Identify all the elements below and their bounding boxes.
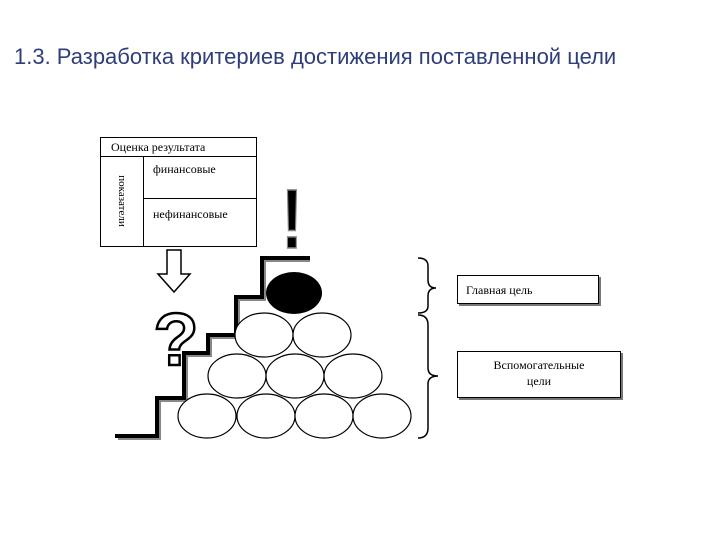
evaluation-table: Оценка результата показатели финансовые … [100,137,257,247]
main-goal-brace [417,257,437,314]
aux-goal-ball [207,353,267,399]
financial-indicators: финансовые [143,156,256,199]
aux-goal-ball [323,353,383,399]
question-mark: ? [153,298,198,381]
aux-goal-ball [265,353,325,399]
aux-goal-ball [294,393,354,439]
aux-goal-ball [236,393,296,439]
down-arrow-icon [156,249,192,294]
exclamation-mark: ! [282,172,303,266]
aux-goal-ball [292,312,352,358]
indicators-column: показатели [101,156,144,246]
aux-goals-label-line1: Вспомогательные [493,358,585,372]
evaluation-header: Оценка результата [101,138,256,157]
aux-goal-ball [352,393,412,439]
staircase [115,256,310,438]
slide-title: 1.3. Разработка критериев достижения пос… [14,44,617,69]
aux-goals-brace [417,314,439,439]
aux-goal-ball [234,312,294,358]
main-goal-box: Главная цель [457,275,599,304]
staircase-shadow [118,260,310,440]
nonfinancial-indicators: нефинансовые [153,207,228,221]
aux-goals-label-line2: цели [526,374,552,388]
main-goal-ball [266,272,322,314]
aux-goals-box: Вспомогательные цели [457,351,621,398]
main-goal-label: Главная цель [466,283,533,297]
aux-goal-ball [177,393,237,439]
